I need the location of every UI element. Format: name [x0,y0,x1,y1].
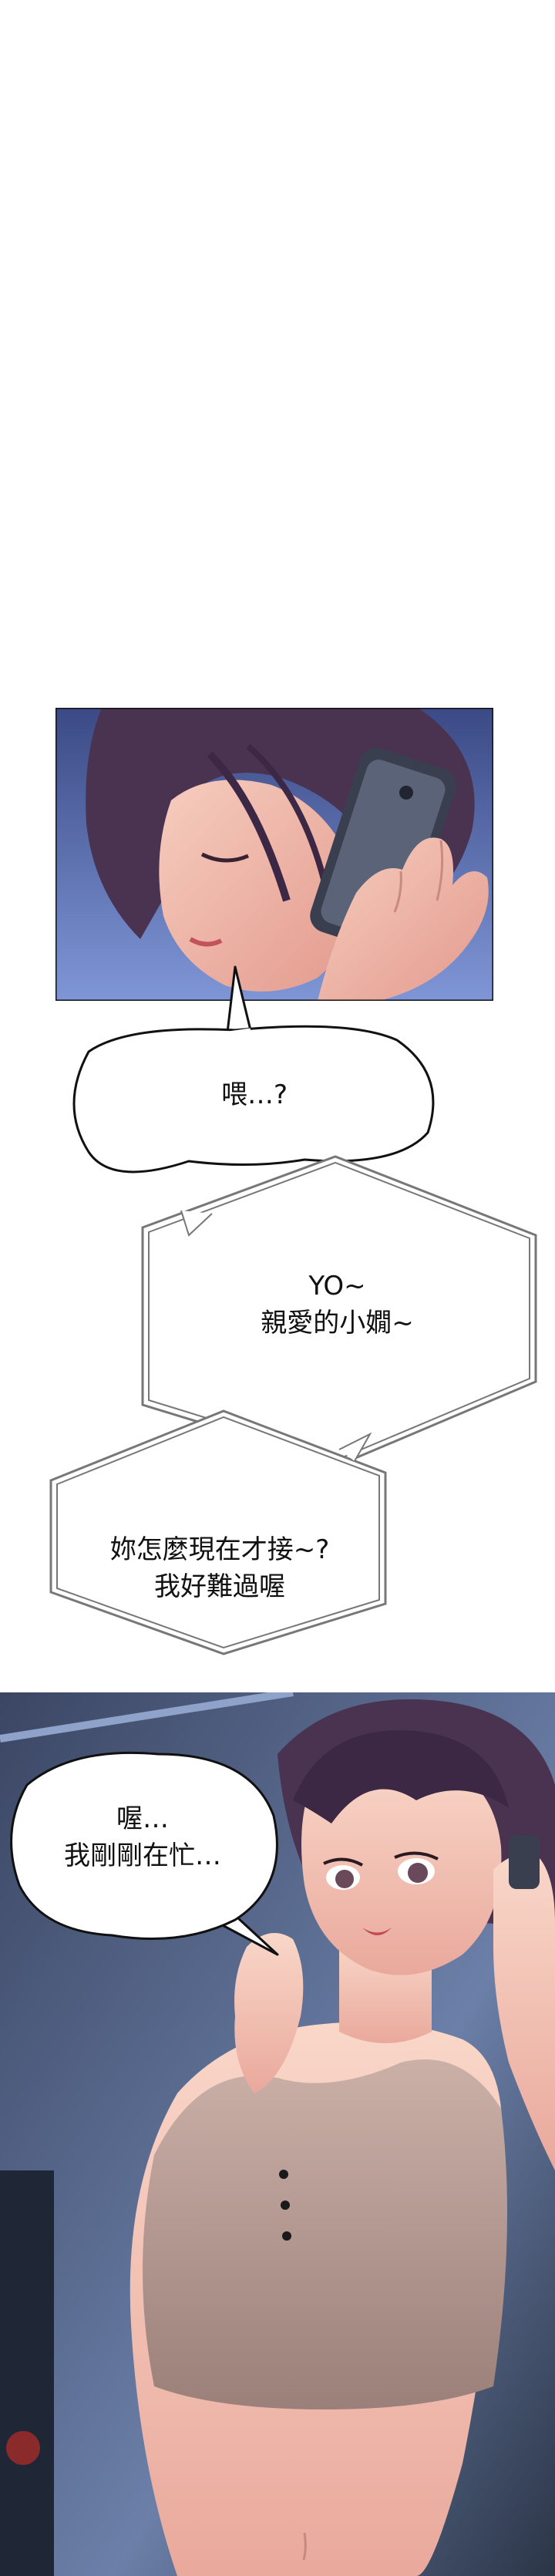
bubble-3-line-1: 妳怎麼現在才接~? [109,1534,330,1565]
speech-bubble-4: 喔… 我剛剛在忙… [4,1731,289,1962]
phone-call-illustration [56,708,493,1001]
bubble-3-line-2: 我好難過喔 [154,1571,285,1602]
speech-bubble-2: YO~ 親愛的小嫺~ [135,1150,540,1474]
speech-bubble-1: 喂…? [58,959,451,1190]
bubble-2-line-2: 親愛的小嫺~ [261,1308,414,1339]
phone-icon [509,1835,540,1889]
bubble-4-line-2: 我剛剛在忙… [64,1840,221,1871]
bubble-2-line-1: YO~ [308,1271,366,1301]
bubble-4-line-1: 喔… [116,1803,169,1834]
panel-phone-closeup [56,708,493,1001]
phone-icon [310,747,456,954]
speech-bubble-3: 妳怎麼現在才接~? 我好難過喔 [46,1403,393,1658]
bubble-1-line-1: 喂…? [220,1079,288,1110]
